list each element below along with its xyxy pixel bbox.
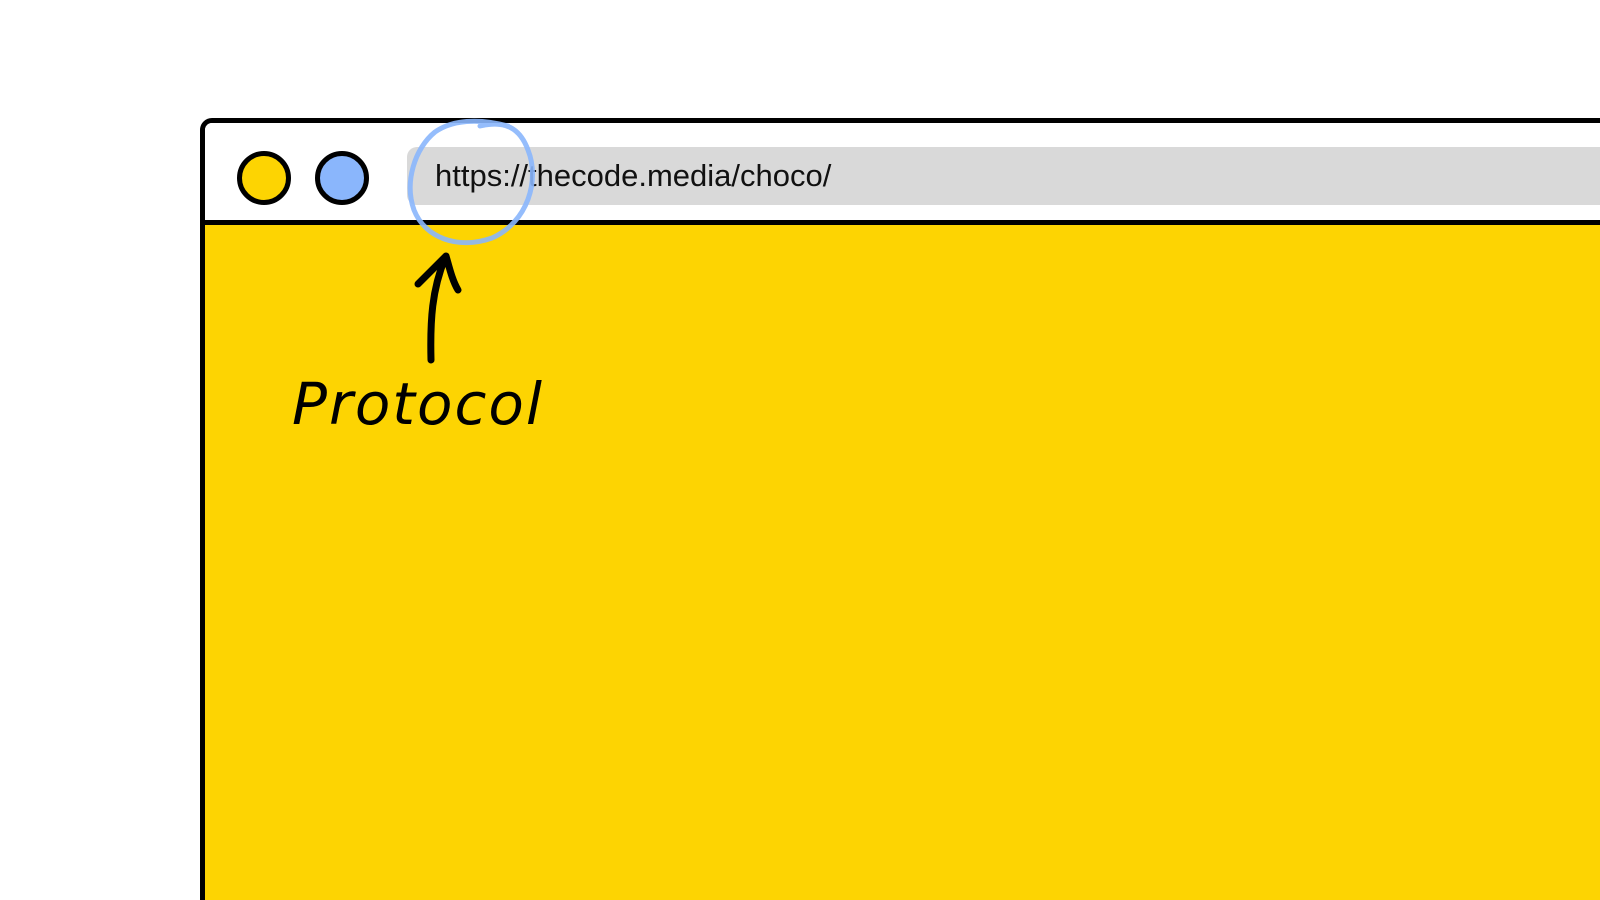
browser-window: https://thecode.media/choco/ [200, 118, 1600, 900]
window-dot-blue-icon[interactable] [315, 151, 369, 205]
window-dot-yellow-icon[interactable] [237, 151, 291, 205]
page-content [205, 225, 1600, 900]
protocol-label: Protocol [292, 370, 545, 438]
address-url: https://thecode.media/choco/ [435, 158, 832, 193]
browser-title-bar: https://thecode.media/choco/ [205, 123, 1600, 225]
address-bar[interactable]: https://thecode.media/choco/ [407, 147, 1600, 205]
